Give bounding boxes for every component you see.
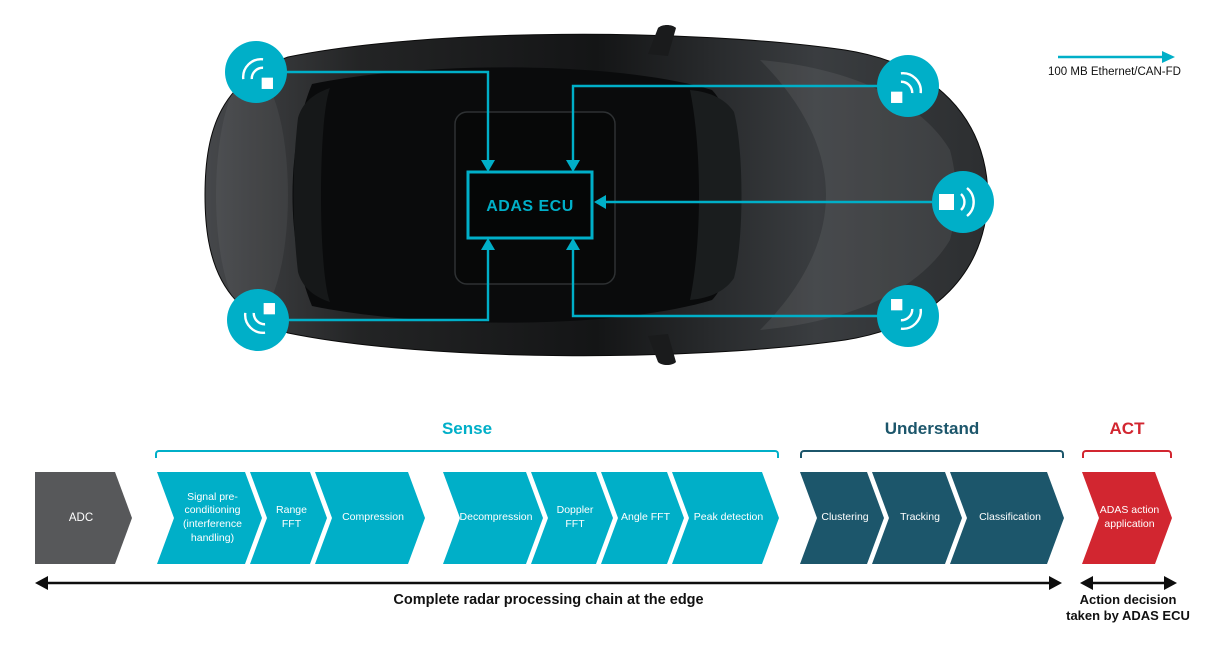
radar-waves-icon bbox=[244, 303, 275, 334]
adas-ecu-label: ADAS ECU bbox=[486, 198, 574, 215]
chain-step-label: Decompression bbox=[459, 511, 533, 524]
hood-highlight bbox=[760, 60, 956, 330]
adas-ecu-box bbox=[466, 170, 594, 240]
section-label-sense: Sense bbox=[441, 419, 493, 438]
chain-step-label: Angle FFT bbox=[620, 511, 670, 524]
act-extent-arrow bbox=[1080, 576, 1177, 590]
chain-step-label: Signal pre-conditioning (interference ha… bbox=[183, 490, 242, 544]
connection-arrowheads bbox=[481, 160, 606, 250]
chain-caption: Complete radar processing chain at the e… bbox=[393, 592, 704, 608]
car-sensor-diagram: ADAS ECU bbox=[204, 25, 1175, 365]
ethernet-legend-label: 100 MB Ethernet/CAN-FD bbox=[1048, 66, 1181, 78]
radar-sensor-front-right bbox=[877, 55, 939, 117]
chain-step-label: ADC bbox=[68, 511, 94, 524]
extent-arrows bbox=[35, 576, 1177, 590]
chain-extent-arrow bbox=[35, 576, 1062, 590]
chain-step-doppler-fft: Doppler FFT bbox=[531, 472, 613, 564]
radar-sensor-side-right bbox=[932, 171, 994, 233]
act-bracket bbox=[1082, 450, 1172, 458]
section-label-understand: Understand bbox=[884, 419, 980, 438]
act-caption: Action decision taken by ADAS ECU bbox=[1066, 592, 1190, 624]
chain-step-signal-preconditioning: Signal pre-conditioning (interference ha… bbox=[157, 472, 262, 564]
radar-waves-icon bbox=[939, 187, 975, 217]
chain-step-label: Doppler FFT bbox=[556, 504, 594, 530]
chain-step-label: Peak detection bbox=[693, 511, 764, 524]
section-label-act: ACT bbox=[1109, 419, 1145, 438]
understand-bracket bbox=[800, 450, 1064, 458]
chain-step-adc: ADC bbox=[35, 472, 132, 564]
sense-bracket bbox=[155, 450, 779, 458]
chain-step-label: Classification bbox=[979, 511, 1041, 524]
chain-step-adas-action: ADAS action application bbox=[1082, 472, 1172, 564]
windshield bbox=[690, 90, 742, 300]
side-mirror-right bbox=[648, 334, 676, 365]
radar-waves-icon bbox=[891, 299, 922, 330]
radar-sensor-front-left bbox=[225, 41, 287, 103]
sunroof bbox=[454, 111, 616, 285]
chain-step-angle-fft: Angle FFT bbox=[601, 472, 684, 564]
chain-step-label: Clustering bbox=[821, 511, 869, 524]
car-top-view bbox=[204, 25, 989, 365]
radar-waves-icon bbox=[891, 72, 922, 103]
chain-step-clustering: Clustering bbox=[800, 472, 884, 564]
radar-sensor-rear-left bbox=[227, 289, 289, 351]
side-mirror-left bbox=[648, 25, 676, 56]
chain-step-classification: Classification bbox=[950, 472, 1064, 564]
rear-window bbox=[293, 88, 330, 302]
trunk-highlight bbox=[216, 73, 288, 317]
chain-step-peak-detection: Peak detection bbox=[672, 472, 779, 564]
radar-sensor-rear-right bbox=[877, 285, 939, 347]
chain-step-label: Tracking bbox=[900, 511, 940, 524]
ethernet-legend-arrow bbox=[1058, 51, 1175, 63]
chain-step-label: Compression bbox=[342, 511, 404, 524]
chain-step-compression: Compression bbox=[315, 472, 425, 564]
chain-step-label: Range FFT bbox=[276, 504, 307, 530]
chain-step-decompression: Decompression bbox=[443, 472, 543, 564]
sensor-connection-lines bbox=[256, 70, 932, 322]
chain-step-tracking: Tracking bbox=[872, 472, 962, 564]
chain-step-label: ADAS action application bbox=[1099, 504, 1160, 530]
radar-waves-icon bbox=[242, 58, 273, 89]
